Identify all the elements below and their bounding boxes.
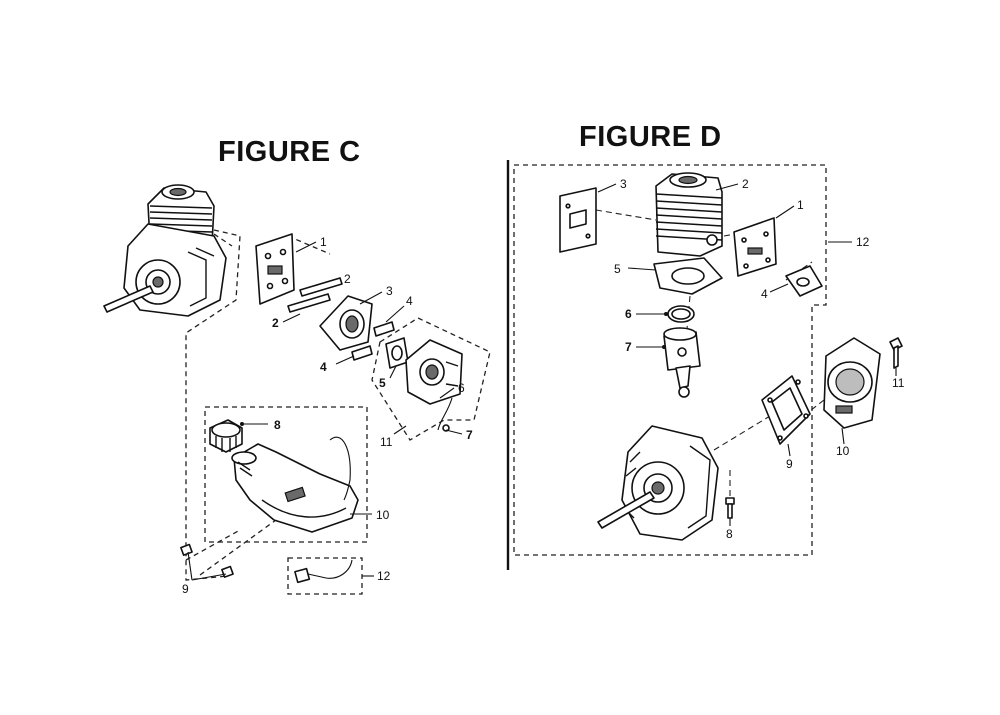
callout-d-7: 7 [625, 340, 632, 354]
figure-c: 1 2 2 3 4 4 5 6 7 8 10 11 9 12 [103, 184, 491, 596]
base-gasket [653, 257, 723, 295]
callout-c-6: 6 [458, 381, 465, 395]
figure-c-leaders [187, 241, 463, 581]
callout-c-4b: 4 [320, 360, 327, 374]
small-gasket [785, 265, 823, 297]
callout-d-3: 3 [620, 177, 627, 191]
callout-c-2a: 2 [344, 272, 351, 286]
callout-c-3: 3 [386, 284, 393, 298]
carburetor [405, 339, 463, 432]
fuel-tank [231, 436, 359, 533]
cover-bolt [889, 337, 903, 369]
figure-d: 3 2 1 12 5 4 6 7 11 9 10 8 [513, 164, 905, 556]
crankcase-screw [725, 497, 735, 519]
callout-d-12: 12 [856, 235, 870, 249]
figure-c-title: FIGURE C [218, 136, 361, 168]
callout-c-9: 9 [182, 582, 189, 596]
figure-c-callouts: 1 2 2 3 4 4 5 6 7 8 10 11 9 12 [182, 235, 473, 596]
callout-d-2: 2 [742, 177, 749, 191]
callout-c-1: 1 [320, 235, 327, 249]
callout-d-10: 10 [836, 444, 850, 458]
callout-d-11: 11 [892, 376, 905, 390]
callout-c-8: 8 [274, 418, 281, 432]
piston-ring-inner [671, 308, 691, 320]
fuel-line-kit [294, 559, 353, 584]
engine-assembly [103, 184, 227, 317]
crankcase-cover [823, 337, 881, 429]
figure-d-leaders [597, 183, 897, 526]
callout-d-9: 9 [786, 457, 793, 471]
callout-c-2b: 2 [272, 316, 279, 330]
callout-c-11: 11 [380, 435, 393, 449]
callout-d-1: 1 [797, 198, 804, 212]
callout-c-10: 10 [376, 508, 390, 522]
figure-d-callouts: 3 2 1 12 5 4 6 7 11 9 10 8 [614, 177, 905, 541]
callout-d-4: 4 [761, 287, 768, 301]
piston [663, 327, 701, 398]
callout-c-4a: 4 [406, 294, 413, 308]
cylinder [655, 172, 723, 257]
crankcase-gasket [761, 375, 811, 445]
fuel-tank-box [204, 406, 368, 543]
callout-d-8: 8 [726, 527, 733, 541]
short-screws [351, 321, 395, 361]
callout-c-7: 7 [466, 428, 473, 442]
callout-d-6: 6 [625, 307, 632, 321]
callout-d-5: 5 [614, 262, 621, 276]
cylinder-gasket-plate [733, 217, 777, 277]
callout-c-12: 12 [377, 569, 391, 583]
long-bolts [287, 277, 343, 313]
carburetor-gasket [385, 337, 409, 369]
callout-c-5: 5 [379, 376, 386, 390]
insulator-plate [559, 187, 597, 253]
crankcase [597, 425, 719, 541]
fuel-cap [209, 419, 243, 453]
figure-d-title: FIGURE D [579, 121, 722, 153]
mounting-clips [180, 543, 234, 578]
carburetor-box [371, 317, 491, 441]
carburetor-adapter [319, 295, 373, 351]
gasket-plate [255, 233, 295, 305]
